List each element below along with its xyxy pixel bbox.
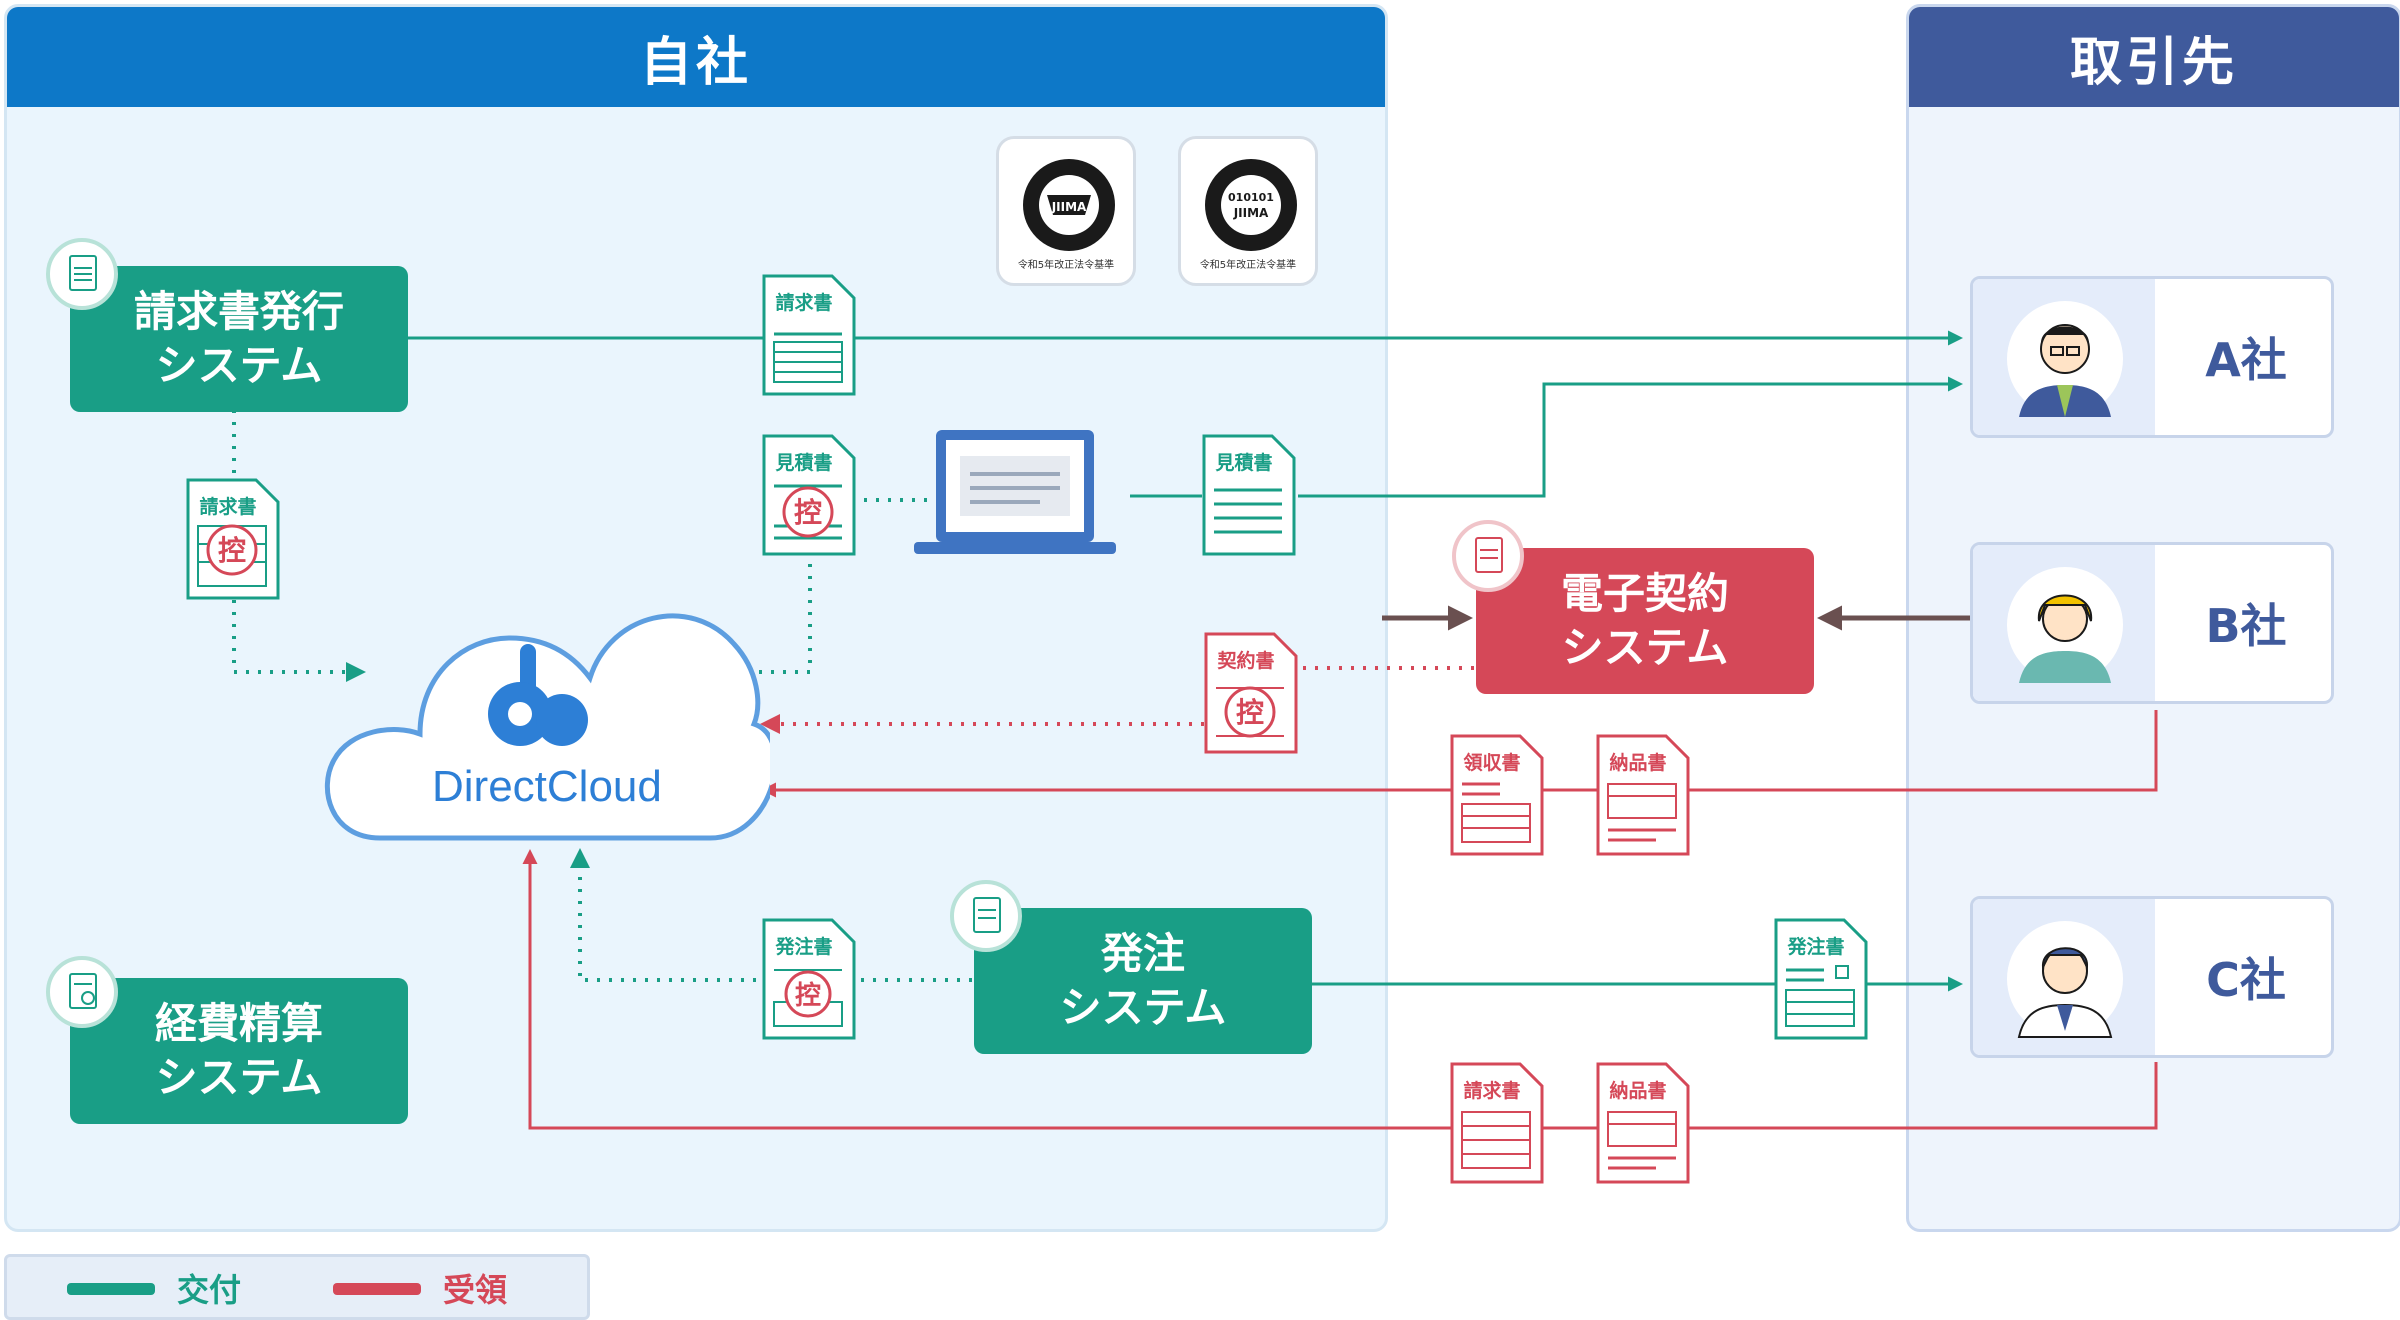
jiima-etrade-seal-icon: 010101 JIIMA	[1205, 159, 1297, 251]
contract-doc-copy: 控 契約書	[1204, 632, 1298, 758]
ordering-system-badge	[950, 880, 1022, 952]
invoice-doc-issue: 請求書	[762, 274, 856, 400]
invoice-doc-copy-icon: 控	[186, 478, 280, 600]
expense-system-line1: 経費精算	[154, 999, 323, 1048]
jiima-scanner-caption: 令和5年改正法令基準	[1017, 260, 1115, 271]
directcloud-logo-icon	[488, 644, 588, 746]
company-a-card: A社	[1970, 276, 2334, 438]
estimate-doc-copy-icon: 控	[762, 434, 856, 556]
invoice-doc-icon	[69, 255, 97, 291]
econtract-system-badge	[1452, 520, 1524, 592]
directcloud-label: DirectCloud	[432, 762, 662, 811]
invoice-doc-c-icon	[1450, 1062, 1544, 1184]
legend-issue-swatch	[67, 1283, 155, 1295]
c-invoices-line	[522, 849, 2158, 1130]
invoice-doc-copy: 控 請求書	[186, 478, 280, 604]
svg-text:010101: 010101	[1228, 191, 1274, 204]
svg-text:控: 控	[794, 496, 822, 529]
delivery-doc-b-icon	[1596, 734, 1690, 856]
ordering-system-line2: システム	[1059, 983, 1227, 1032]
receipt-doc-label: 領収書	[1463, 752, 1521, 774]
econtract-system-line2: システム	[1561, 623, 1729, 672]
order-doc-copy-icon: 控	[762, 918, 856, 1040]
invoice-doc-issue-label: 請求書	[775, 292, 833, 314]
jiima-etrade-seal: 010101 JIIMA 令和5年改正法令基準	[1178, 136, 1318, 286]
company-c-avatar-icon	[2007, 921, 2123, 1038]
order-doc-copy-label: 発注書	[775, 936, 833, 958]
delivery-doc-b: 納品書	[1596, 734, 1690, 860]
econtract-system: 電子契約 システム	[1476, 548, 1814, 694]
order-doc-issue: 発注書	[1774, 918, 1868, 1044]
contract-doc-icon	[1475, 537, 1503, 573]
invoice-system-badge	[46, 238, 118, 310]
expense-doc-icon	[69, 973, 97, 1009]
invoice-doc-copy-label: 請求書	[199, 496, 257, 518]
ordering-system: 発注 システム	[974, 908, 1312, 1054]
jiima-etrade-caption: 令和5年改正法令基準	[1199, 260, 1297, 271]
receipt-doc-icon	[1450, 734, 1544, 856]
delivery-doc-b-label: 納品書	[1609, 752, 1667, 774]
estimate-doc-issue-icon	[1202, 434, 1296, 556]
order-doc-copy: 控 発注書	[762, 918, 856, 1044]
b-receipts-line	[761, 710, 2158, 798]
econtract-system-line1: 電子契約	[1560, 569, 1729, 618]
svg-text:控: 控	[795, 981, 821, 1011]
invoice-issue-system-line2: システム	[155, 341, 323, 390]
contract-doc-copy-icon: 控	[1204, 632, 1298, 754]
invoice-doc-c: 請求書	[1450, 1062, 1544, 1188]
svg-text:控: 控	[1236, 696, 1264, 729]
jiima-scanner-seal: JIIMA 令和5年改正法令基準	[996, 136, 1136, 286]
estimate-doc-copy-label: 見積書	[775, 452, 833, 474]
company-b-card: B社	[1970, 542, 2334, 704]
invoice-archive-dotted-2	[232, 600, 366, 682]
legend-issue-label: 交付	[177, 1271, 242, 1309]
delivery-doc-c-label: 納品書	[1609, 1080, 1667, 1102]
legend-receive-label: 受領	[443, 1271, 508, 1309]
ordering-system-line1: 発注	[1100, 929, 1185, 978]
delivery-doc-c-icon	[1596, 1062, 1690, 1184]
order-doc-issue-icon	[1774, 918, 1868, 1040]
jiima-scanner-seal-icon: JIIMA	[1023, 159, 1115, 251]
order-doc-icon	[973, 897, 1001, 933]
company-b-avatar-icon	[2007, 567, 2123, 683]
invoice-doc-issue-icon	[762, 274, 856, 396]
estimate-archive-dotted	[704, 552, 812, 682]
legend-receive-swatch	[333, 1283, 421, 1295]
own-company-header: 自社	[7, 7, 1385, 107]
invoice-doc-c-label: 請求書	[1463, 1080, 1521, 1102]
receipt-doc: 領収書	[1450, 734, 1544, 860]
expense-system: 経費精算 システム	[70, 978, 408, 1124]
svg-text:控: 控	[218, 534, 246, 567]
invoice-issue-system: 請求書発行 システム	[70, 266, 408, 412]
partner-header: 取引先	[1909, 7, 2399, 107]
estimate-to-a-line	[1298, 376, 1963, 498]
laptop-icon	[914, 430, 1116, 554]
company-c-card: C社	[1970, 896, 2334, 1058]
contract-doc-copy-label: 契約書	[1217, 650, 1275, 672]
svg-text:JIIMA: JIIMA	[1233, 206, 1269, 220]
estimate-doc-copy: 控 見積書	[762, 434, 856, 560]
company-a-avatar-icon	[2007, 301, 2123, 417]
svg-text:JIIMA: JIIMA	[1051, 200, 1087, 214]
order-doc-issue-label: 発注書	[1787, 936, 1845, 958]
company-b-name: B社	[2205, 599, 2287, 653]
company-c-name: C社	[2206, 953, 2286, 1007]
legend: 交付 受領	[4, 1254, 590, 1320]
estimate-doc-issue: 見積書	[1202, 434, 1296, 560]
company-a-name: A社	[2205, 333, 2287, 387]
invoice-issue-system-line1: 請求書発行	[133, 287, 344, 336]
expense-system-badge	[46, 956, 118, 1028]
expense-system-line2: システム	[155, 1053, 323, 1102]
estimate-doc-issue-label: 見積書	[1215, 452, 1273, 474]
delivery-doc-c: 納品書	[1596, 1062, 1690, 1188]
